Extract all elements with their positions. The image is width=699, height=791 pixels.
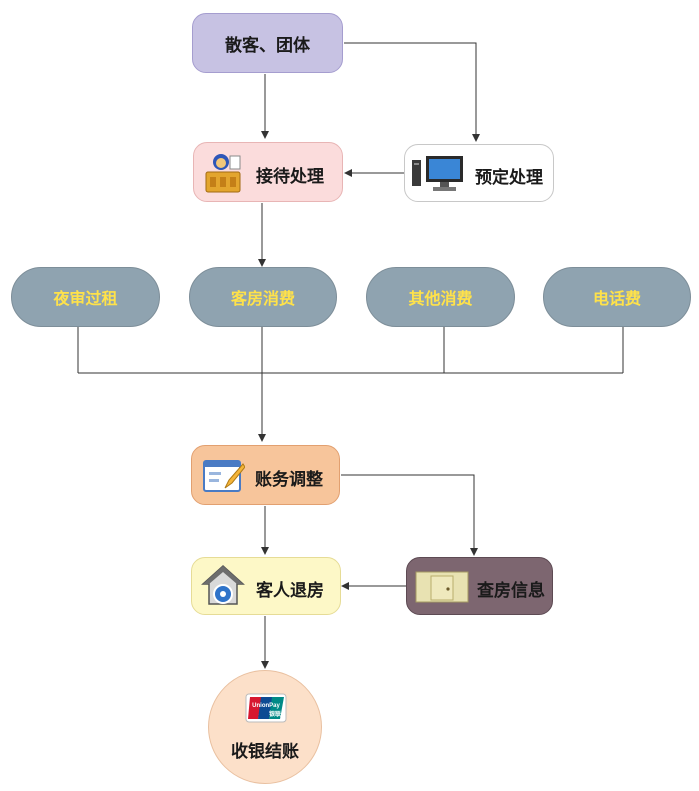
node-account-adjust: 账务调整 bbox=[191, 445, 340, 505]
node-walkin-label: 散客、团体 bbox=[225, 35, 310, 56]
arrow-adjust-to-inspection bbox=[341, 474, 478, 556]
node-room-consumption: 客房消费 bbox=[189, 267, 337, 327]
node-cashier-settlement-label: 收银结账 bbox=[231, 742, 299, 762]
node-walkin-group: 散客、团体 bbox=[192, 13, 343, 73]
node-room-inspection: 查房信息 bbox=[406, 557, 553, 615]
node-room-inspection-label: 查房信息 bbox=[477, 581, 545, 601]
svg-text:银联: 银联 bbox=[269, 710, 281, 718]
unionpay-logo: UnionPay 银联 bbox=[245, 693, 287, 723]
node-other-consumption: 其他消费 bbox=[366, 267, 515, 327]
home-icon bbox=[201, 564, 245, 605]
node-reception-label: 接待处理 bbox=[256, 167, 324, 187]
node-other-consumption-label: 其他消费 bbox=[408, 289, 473, 308]
computer-icon bbox=[412, 156, 463, 191]
node-night-audit-label: 夜审过租 bbox=[53, 289, 118, 308]
door-icon bbox=[415, 571, 469, 603]
svg-text:UnionPay: UnionPay bbox=[252, 703, 280, 709]
node-account-adjust-label: 账务调整 bbox=[255, 470, 323, 490]
node-checkout: 客人退房 bbox=[191, 557, 341, 615]
node-phone-fee-label: 电话费 bbox=[592, 289, 641, 308]
receptionist-icon bbox=[205, 154, 241, 193]
node-night-audit: 夜审过租 bbox=[11, 267, 160, 327]
node-reservation-label: 预定处理 bbox=[475, 168, 543, 188]
node-reservation: 预定处理 bbox=[404, 144, 554, 202]
node-cashier-settlement: UnionPay 银联 收银结账 bbox=[208, 670, 322, 784]
node-room-consumption-label: 客房消费 bbox=[230, 289, 295, 308]
arrow-walkin-to-reservation bbox=[344, 42, 480, 142]
node-phone-fee: 电话费 bbox=[543, 267, 691, 327]
node-checkout-label: 客人退房 bbox=[256, 581, 324, 601]
form-edit-icon bbox=[203, 460, 245, 492]
node-reception: 接待处理 bbox=[193, 142, 343, 202]
